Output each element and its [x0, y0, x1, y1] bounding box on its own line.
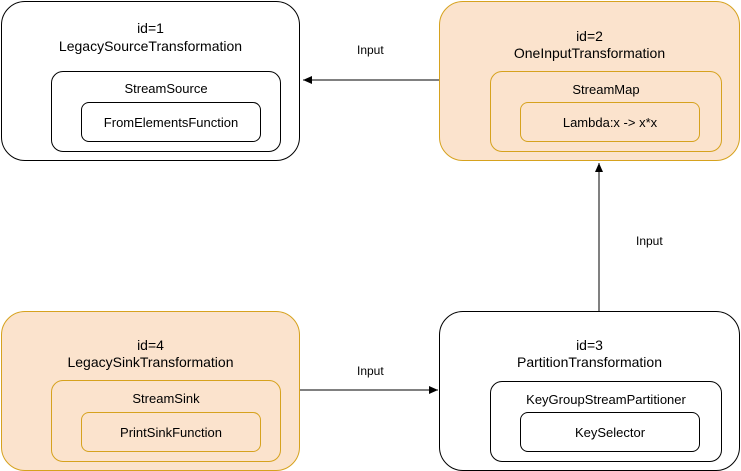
function-box: PrintSinkFunction: [81, 412, 261, 452]
node-id-label: id=1: [137, 20, 164, 36]
node-legacy-source-transformation[interactable]: id=1 LegacySourceTransformation StreamSo…: [1, 1, 300, 161]
function-box: KeySelector: [520, 412, 700, 452]
operator-box: KeyGroupStreamPartitioner KeySelector: [490, 381, 722, 462]
node-id-label: id=3: [576, 337, 603, 353]
node-type-label: PartitionTransformation: [517, 354, 662, 370]
edge-label-4-to-3: Input: [355, 364, 386, 378]
operator-label: StreamSink: [132, 391, 200, 406]
node-one-input-transformation[interactable]: id=2 OneInputTransformation StreamMap La…: [439, 1, 740, 161]
edge-label-3-to-2: Input: [634, 234, 665, 248]
node-legacy-sink-transformation[interactable]: id=4 LegacySinkTransformation StreamSink…: [1, 311, 300, 471]
function-box: Lambda:x -> x*x: [520, 102, 700, 142]
operator-box: StreamMap Lambda:x -> x*x: [490, 71, 722, 152]
operator-box: StreamSink PrintSinkFunction: [51, 380, 281, 462]
node-id-label: id=4: [137, 337, 164, 353]
function-box: FromElementsFunction: [81, 102, 261, 142]
edge-label-2-to-1: Input: [355, 43, 386, 57]
node-partition-transformation[interactable]: id=3 PartitionTransformation KeyGroupStr…: [439, 311, 740, 471]
node-type-label: LegacySourceTransformation: [58, 38, 243, 54]
node-type-label: OneInputTransformation: [513, 45, 666, 61]
node-id-label: id=2: [576, 28, 603, 44]
operator-label: StreamMap: [572, 82, 640, 97]
operator-label: KeyGroupStreamPartitioner: [526, 392, 686, 407]
node-type-label: LegacySinkTransformation: [67, 354, 234, 370]
operator-label: StreamSource: [124, 81, 208, 96]
operator-box: StreamSource FromElementsFunction: [51, 71, 281, 152]
